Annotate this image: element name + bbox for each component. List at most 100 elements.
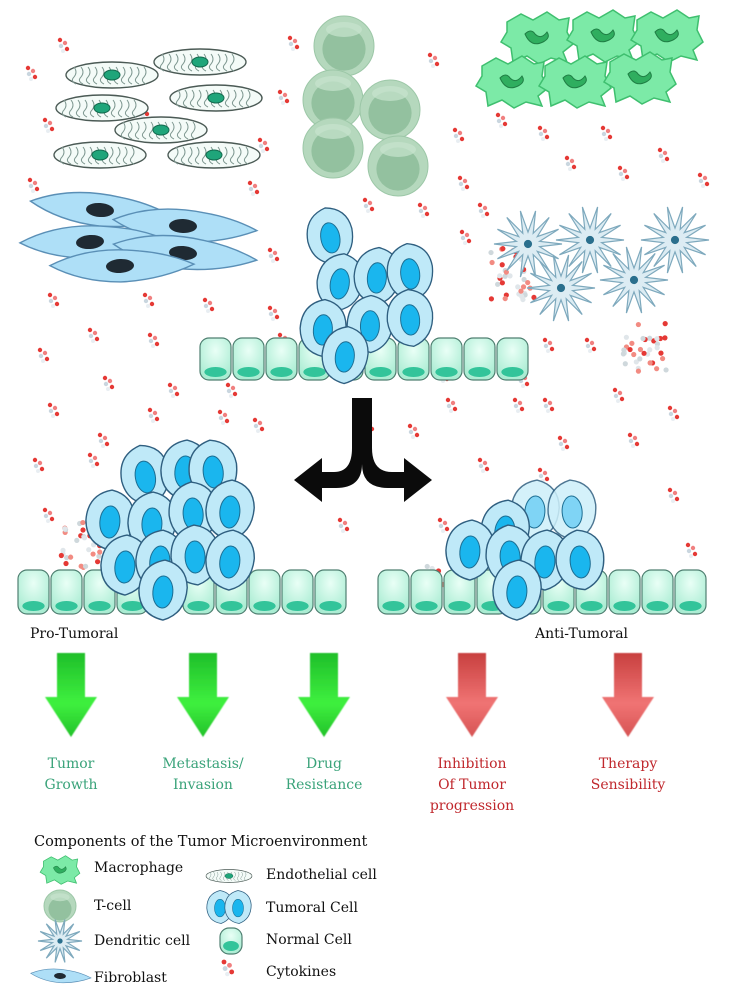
t-cell-icon: [43, 889, 77, 923]
dendritic-cell-icon: [526, 254, 596, 322]
arrows-layer: [45, 398, 654, 737]
outcome-line: Growth: [44, 777, 98, 793]
cytokine-icon: [225, 382, 238, 398]
normal-cell-icon: [496, 337, 529, 381]
cytokine-icon: [337, 517, 350, 533]
dendritic-cell-icon: [37, 919, 83, 963]
dendritic-cell-icon: [599, 246, 669, 314]
macrophage-icon: [629, 9, 704, 63]
cytokine-icon: [142, 292, 155, 308]
cytokine-icon: [537, 125, 550, 141]
cytokine-icon: [37, 347, 50, 363]
cytokine-icon: [457, 175, 470, 191]
normal-cell-icon: [674, 569, 707, 615]
normal-cell-icon: [608, 569, 641, 615]
cytokine-icon: [267, 305, 280, 321]
cytokine-icon: [512, 397, 525, 413]
cytokine-icon: [47, 402, 60, 418]
macrophage-icon: [537, 55, 612, 109]
cytokine-icon: [42, 507, 55, 523]
cytokine-icon: [557, 435, 570, 451]
tumoral-cell-icon: [138, 559, 188, 621]
cytokine-icon: [427, 52, 440, 68]
cytokine-icon: [667, 405, 680, 421]
cytokine-icon: [87, 452, 100, 468]
normal-cell-icon: [430, 337, 463, 381]
tumoral-cell-icon: [224, 890, 252, 924]
legend-macrophage-label: Macrophage: [94, 860, 184, 876]
cytokine-icon: [452, 127, 465, 143]
legend-tumoral-cell-label: Tumoral Cell: [266, 900, 358, 916]
cytokine-cluster: [620, 321, 669, 374]
normal-cell-icon: [314, 569, 347, 615]
down-arrow-icon: [602, 653, 654, 737]
cytokine-icon: [267, 247, 280, 263]
tumoral-cell-icon: [306, 207, 354, 265]
tumoral-cell-icon: [205, 529, 255, 591]
cytokine-icon: [617, 165, 630, 181]
cytokine-icon: [42, 117, 55, 133]
endothelial-cell-icon: [55, 94, 149, 122]
cytokine-icon: [87, 327, 100, 343]
t-cell-icon: [302, 69, 364, 131]
normal-cell-icon: [463, 337, 496, 381]
cytokine-icon: [697, 172, 710, 188]
t-cell-icon: [367, 135, 429, 197]
normal-cell-icon: [377, 569, 410, 615]
split-arrow-icon: [294, 398, 432, 502]
cytokine-icon: [57, 37, 70, 53]
tumoral-cell-icon: [555, 529, 605, 591]
macrophage-icon: [39, 855, 81, 885]
pro-tumoral-label: Pro-Tumoral: [30, 626, 119, 642]
legend-endothelial-cell-label: Endothelial cell: [266, 867, 377, 883]
cytokine-icon: [147, 407, 160, 423]
cytokine-icon: [202, 297, 215, 313]
endothelial-cell-icon: [65, 61, 159, 89]
legend-t-cell-label: T-cell: [94, 898, 132, 914]
outcome-metastasis-invasion: Metastasis/ Invasion: [138, 754, 268, 796]
normal-cell-icon: [199, 337, 232, 381]
cytokine-icon: [27, 177, 40, 193]
normal-cell-icon: [50, 569, 83, 615]
cytokine-icon: [685, 542, 698, 558]
cytokine-icon: [459, 229, 472, 245]
tumoral-cell-icon: [386, 288, 434, 347]
endothelial-cell-icon: [53, 141, 147, 169]
cytokine-icon: [627, 432, 640, 448]
tumoral-cell-icon: [85, 489, 135, 551]
endothelial-cell-icon: [153, 48, 247, 76]
outcome-drug-resistance: Drug Resistance: [259, 754, 389, 796]
down-arrow-icon: [298, 653, 350, 737]
dendritic-cell-icon: [640, 206, 710, 274]
dendritic-cell-icon: [555, 206, 625, 274]
down-arrow-icon: [45, 653, 97, 737]
cytokine-icon: [477, 457, 490, 473]
cytokine-icon: [147, 332, 160, 348]
cytokine-icon: [477, 202, 490, 218]
cytokine-icon: [542, 337, 555, 353]
cytokine-icon: [584, 337, 597, 353]
macrophage-icon: [474, 55, 549, 109]
normal-cell-icon: [248, 569, 281, 615]
outcome-line: Metastasis/: [162, 756, 244, 772]
legend-fibroblast-label: Fibroblast: [94, 970, 167, 986]
cytokine-icon: [102, 375, 115, 391]
legend-icons: [30, 855, 253, 984]
legend-normal-cell-label: Normal Cell: [266, 932, 352, 948]
t-cell-icon: [313, 15, 375, 77]
tumoral-cell-icon: [321, 325, 369, 385]
outcome-line: progression: [429, 798, 515, 814]
cytokine-icon: [257, 137, 270, 153]
fibroblast-icon: [48, 249, 196, 283]
cytokine-icon: [542, 397, 555, 413]
normal-cell-icon: [641, 569, 674, 615]
outcome-line: Invasion: [173, 777, 233, 793]
cytokine-icon: [667, 487, 680, 503]
outcome-line: Therapy: [598, 756, 658, 772]
tumoral-cell-icon: [547, 479, 597, 541]
cytokine-icon: [47, 292, 60, 308]
outcome-line: Inhibition: [437, 756, 507, 772]
tumoral-cell-icon: [492, 559, 542, 621]
cells-layer: [17, 9, 710, 621]
